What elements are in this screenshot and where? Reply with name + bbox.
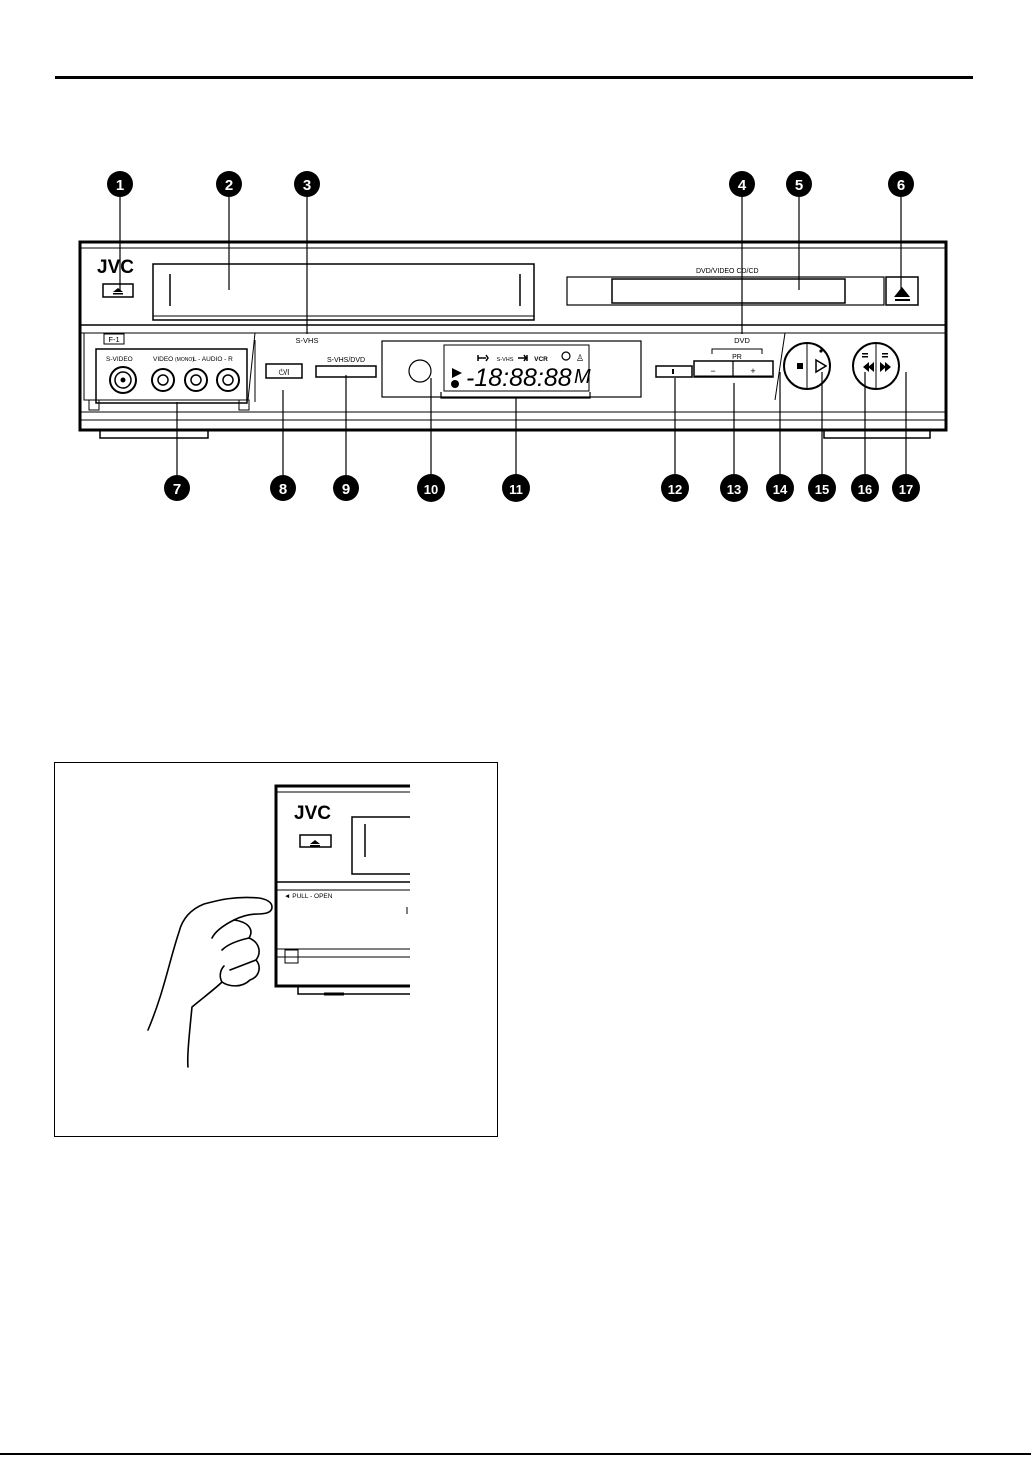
inset-pull-open-label: ◄ PULL - OPEN [284,893,333,900]
power-symbol: ⏻/I [279,368,290,377]
inset-brand-logo: JVC [294,803,331,824]
record-dot-icon [819,349,822,352]
dvd-eject-icon [894,287,910,297]
fl-display: S-VHS VCR ♙ -18:88:88 M [466,352,591,392]
callout-7: 7 [164,475,190,501]
audio-jack-label: L - AUDIO - R [193,356,233,363]
brand-logo: JVC [97,257,134,278]
display-svhs-label: S-VHS [497,357,514,363]
fast-forward-icon [880,362,891,372]
callout-5: 5 [786,171,812,197]
callout-17-number: 17 [899,482,913,497]
display-right-arrow-icon [518,355,527,361]
callout-11-number: 11 [509,482,523,497]
display-vcr-label: VCR [534,356,548,363]
display-timer-icon: ♙ [576,353,584,363]
callout-14: 14 [766,474,794,502]
callout-3: 3 [294,171,320,197]
play-icon [816,360,826,372]
callout-1-number: 1 [116,177,124,194]
callout-10: 10 [417,474,445,502]
callout-7-number: 7 [173,481,181,498]
front-panel-diagram: 1 2 3 4 5 6 7 8 9 10 11 12 13 14 15 16 1… [0,0,1031,520]
rewind-icon [863,362,874,372]
hand-illustration [148,897,272,1067]
svhs-indicator: S-VHS [296,336,319,345]
display-clock-icon [562,352,570,360]
callout-16: 16 [851,474,879,502]
stop-icon [797,363,803,369]
disc-tray-label: DVD/VIDEO CD/CD [696,268,759,275]
svhs-dvd-button-label: S-VHS/DVD [327,357,365,364]
callout-13-number: 13 [727,482,741,497]
callout-8: 8 [270,475,296,501]
callout-16-number: 16 [858,482,872,497]
display-mode-letter: M [574,366,591,388]
callout-2-number: 2 [225,177,233,194]
front-jack-label: F-1 [108,335,119,344]
leader-lines [120,197,906,475]
mono-label: (MONO) [175,357,194,363]
callout-13: 13 [720,474,748,502]
callout-6-number: 6 [897,177,905,194]
callout-15: 15 [808,474,836,502]
tape-eject-icon [113,288,123,292]
callout-9-number: 9 [342,481,350,498]
display-play-icon [452,368,462,378]
callout-17: 17 [892,474,920,502]
dvd-indicator: DVD [734,336,750,345]
dvd-eject-bar [895,299,910,301]
callout-6: 6 [888,171,914,197]
callout-10-number: 10 [424,482,438,497]
callout-8-number: 8 [279,481,287,498]
callout-12-number: 12 [668,482,682,497]
callout-3-number: 3 [303,177,311,194]
bottom-rule [0,1453,1031,1455]
callout-14-number: 14 [773,482,788,497]
display-record-icon [451,380,459,388]
inset-illustration: JVC ◄ PULL - OPEN [54,762,498,1137]
display-digits: -18:88:88 [466,364,572,392]
pr-plus-label: + [750,366,755,376]
callout-4-number: 4 [738,177,747,194]
callout-5-number: 5 [795,177,803,194]
pr-label: PR [732,354,742,361]
callout-4: 4 [729,171,755,197]
device-body [80,242,946,438]
pr-minus-label: − [710,366,715,376]
callout-1: 1 [107,171,133,197]
inset-eject-icon [310,840,320,844]
callout-15-number: 15 [815,482,829,497]
callout-9: 9 [333,475,359,501]
video-jack-label: VIDEO [153,356,173,363]
callout-11: 11 [502,474,530,502]
svideo-label: S-VIDEO [106,356,133,363]
display-left-arrow-icon [478,355,488,361]
callout-12: 12 [661,474,689,502]
callout-2: 2 [216,171,242,197]
